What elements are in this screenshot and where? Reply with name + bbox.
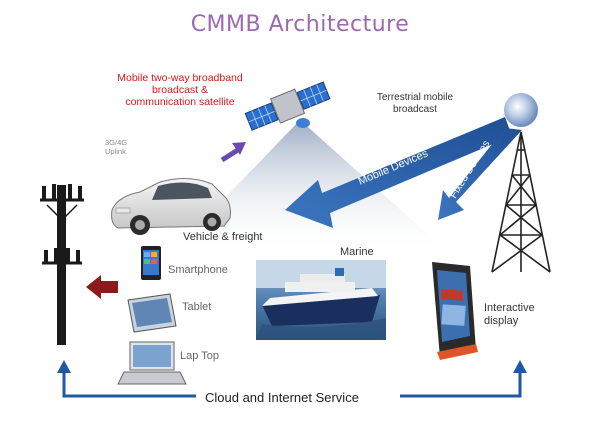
satellite-label-line: communication satellite	[125, 96, 235, 108]
satellite-coverage-cone	[170, 120, 440, 255]
marine-label: Marine	[340, 246, 374, 258]
cloud-service-label: Cloud and Internet Service	[205, 390, 359, 405]
tablet-label: Tablet	[182, 301, 212, 313]
cruise-ship-image	[256, 260, 386, 340]
smartphone-icon	[141, 246, 161, 280]
interactive-display-label: Interactive display	[484, 302, 535, 328]
cloud-arrow-left-head	[57, 360, 71, 373]
cell-tower-icon	[40, 184, 84, 345]
terrestrial-label-line: broadcast	[393, 104, 437, 115]
device-to-tower-arrow	[86, 275, 118, 299]
mobile-devices-beam	[285, 117, 512, 228]
terrestrial-broadcast-label: Terrestrial mobile broadcast	[360, 92, 470, 116]
vehicle-label: Vehicle & freight	[183, 231, 263, 243]
fixed-devices-beam	[438, 128, 522, 220]
satellite-label-line: Mobile two-way broadband	[117, 72, 243, 84]
broadcast-tower-icon	[491, 131, 551, 273]
uplink-arrow	[220, 142, 246, 163]
broadcast-source-icon	[504, 93, 538, 127]
uplink-label-line: Uplink	[105, 147, 126, 156]
tablet-icon	[127, 293, 177, 333]
laptop-icon	[117, 341, 187, 385]
cloud-arrow-right-head	[513, 360, 527, 373]
smartphone-label: Smartphone	[168, 264, 228, 276]
satellite-icon	[244, 81, 331, 131]
laptop-label: Lap Top	[180, 350, 219, 362]
uplink-label: 3G/4G Uplink	[105, 138, 127, 156]
satellite-label: Mobile two-way broadband broadcast & com…	[90, 72, 270, 108]
interactive-display-label-line: Interactive	[484, 302, 535, 314]
interactive-display-icon	[432, 262, 478, 360]
page-title: CMMB Architecture	[190, 12, 410, 37]
uplink-label-line: 3G/4G	[105, 138, 128, 147]
car-icon	[111, 178, 231, 235]
terrestrial-label-line: Terrestrial mobile	[376, 92, 454, 103]
interactive-display-label-line: display	[484, 315, 519, 327]
satellite-label-line: broadcast &	[151, 84, 209, 96]
cloud-connection-arrow	[62, 372, 522, 398]
